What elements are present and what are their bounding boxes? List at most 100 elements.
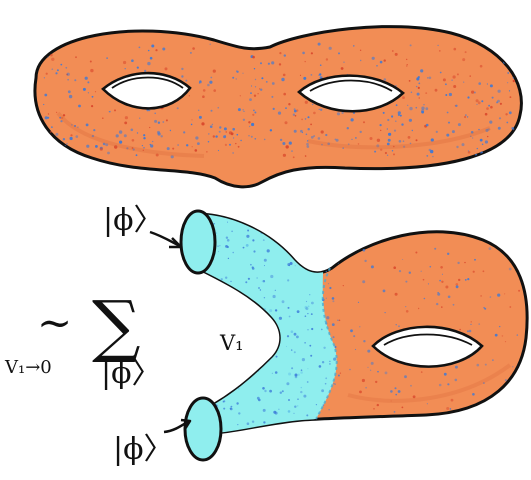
speckle [261, 77, 264, 80]
bottom-surface-shading [347, 363, 512, 403]
speckle [62, 114, 66, 117]
speckle [224, 143, 227, 146]
speckle [242, 109, 244, 111]
speckle [233, 316, 236, 318]
speckle [333, 357, 337, 361]
speckle [319, 73, 322, 76]
speckle [450, 398, 454, 402]
speckle [438, 383, 442, 387]
speckle [119, 140, 123, 144]
speckle [359, 49, 362, 51]
speckle [271, 372, 273, 374]
speckle [270, 223, 273, 225]
speckle [131, 59, 134, 62]
speckle [488, 247, 492, 251]
speckle [84, 76, 88, 80]
speckle [307, 368, 309, 370]
speckle [472, 137, 474, 139]
speckle [467, 151, 471, 154]
speckle [294, 373, 298, 377]
speckle [212, 374, 215, 377]
speckle [259, 88, 261, 90]
speckle [169, 129, 172, 132]
speckle [329, 360, 331, 362]
speckle [255, 348, 257, 351]
speckle [207, 140, 210, 143]
speckle [149, 56, 153, 60]
speckle [86, 144, 90, 148]
speckle [124, 116, 128, 120]
speckle [318, 365, 322, 368]
speckle [490, 105, 493, 109]
speckle [363, 121, 365, 124]
speckle [132, 148, 135, 151]
speckle [62, 138, 66, 141]
speckle [209, 340, 213, 344]
speckle [416, 77, 420, 81]
speckle [257, 93, 259, 95]
speckle [422, 278, 425, 281]
speckle [209, 80, 213, 84]
speckle [341, 111, 344, 115]
speckle [478, 82, 482, 85]
speckle [342, 285, 344, 287]
speckle [297, 247, 299, 249]
speckle [310, 420, 312, 423]
speckle [421, 110, 424, 114]
speckle [268, 338, 270, 341]
speckle [224, 135, 226, 137]
speckle [172, 147, 175, 150]
speckle [251, 329, 254, 331]
speckle [305, 133, 308, 136]
speckle [508, 111, 512, 115]
speckle [509, 306, 512, 308]
speckle [238, 388, 240, 390]
speckle [505, 113, 508, 116]
speckle [141, 145, 143, 147]
speckle [247, 306, 250, 309]
speckle [328, 240, 332, 244]
arrow-bottom-head [180, 418, 192, 430]
speckle [279, 391, 282, 394]
speckle [232, 251, 234, 254]
speckle [512, 77, 514, 79]
ket-bottom-label: |ϕ〉 [113, 432, 174, 467]
speckle [492, 359, 494, 361]
speckle [56, 69, 59, 72]
speckle [415, 251, 418, 254]
speckle [489, 401, 492, 405]
speckle [138, 46, 141, 49]
speckle [497, 89, 501, 93]
speckle [441, 273, 443, 275]
speckle [359, 130, 362, 134]
speckle [44, 116, 48, 120]
speckle [217, 149, 220, 152]
speckle [274, 231, 277, 233]
speckle [245, 244, 249, 247]
speckle [320, 420, 322, 422]
speckle [404, 375, 407, 379]
speckle [271, 95, 274, 98]
speckle [417, 307, 420, 310]
speckle [136, 66, 139, 69]
speckle [186, 144, 189, 147]
speckle [508, 59, 512, 63]
speckle [326, 316, 330, 320]
speckle [279, 233, 282, 236]
speckle [318, 108, 320, 110]
speckle [516, 334, 518, 336]
speckle [204, 391, 209, 396]
ket-middle-label: |ϕ〉 [101, 356, 162, 391]
speckle [374, 150, 377, 153]
upper-boundary-circle [179, 209, 217, 275]
speckle [447, 252, 450, 255]
speckle [453, 47, 457, 51]
speckle [467, 278, 470, 281]
speckle [74, 79, 77, 82]
speckle [286, 382, 290, 386]
speckle [254, 86, 257, 88]
speckle [189, 298, 192, 301]
speckle [494, 333, 498, 337]
speckle [447, 383, 450, 386]
speckle [379, 124, 382, 127]
